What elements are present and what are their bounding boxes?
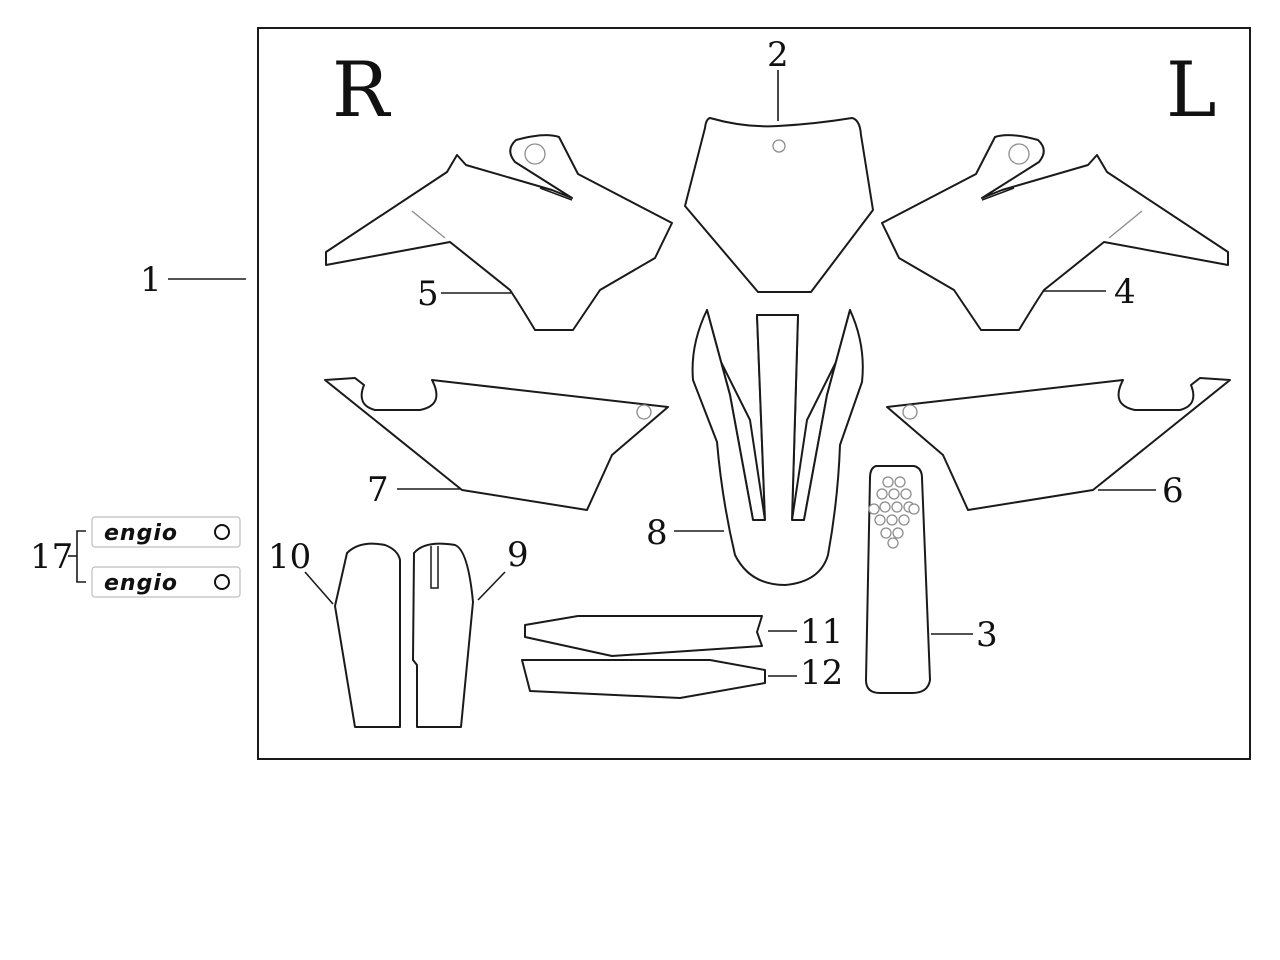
leader-10: [304, 571, 334, 605]
callout-4: 4: [1114, 272, 1136, 312]
side-label-right: R: [332, 45, 392, 134]
seat-grip-dots: [868, 476, 920, 549]
callout-8: 8: [646, 513, 668, 553]
kit-frame: [257, 27, 1251, 760]
callout-9: 9: [507, 535, 529, 575]
callout-11: 11: [800, 612, 843, 652]
front-plate-decal: [684, 117, 874, 293]
callout-5: 5: [417, 274, 439, 314]
right-shroud-decal: [325, 134, 673, 331]
svg-text:engio: engio: [104, 571, 178, 596]
svg-text:engio: engio: [104, 521, 178, 546]
left-side-panel-decal: [886, 377, 1231, 511]
callout-7: 7: [367, 470, 389, 510]
left-fork-guard-decal: [412, 542, 474, 728]
front-fender-decal: [691, 309, 864, 586]
callout-17: 17: [30, 537, 73, 577]
callout-2: 2: [767, 35, 789, 75]
callout-10: 10: [268, 537, 311, 577]
right-side-panel-decal: [324, 377, 669, 511]
logo-decal-top: engio: [91, 516, 241, 548]
callout-3: 3: [976, 615, 998, 655]
left-shroud-decal: [881, 134, 1229, 331]
logo-decal-bottom: engio: [91, 566, 241, 598]
side-label-left: L: [1166, 45, 1216, 134]
leader-9: [477, 571, 506, 601]
upper-swingarm-strip-decal: [524, 615, 763, 657]
lower-swingarm-strip-decal: [521, 659, 766, 699]
callout-12: 12: [800, 653, 843, 693]
callout-6: 6: [1162, 471, 1184, 511]
right-fork-guard-decal: [334, 542, 401, 728]
leader-17-bracket: [68, 530, 86, 583]
callout-1: 1: [140, 260, 162, 300]
seat-cover-decal: [865, 465, 931, 694]
